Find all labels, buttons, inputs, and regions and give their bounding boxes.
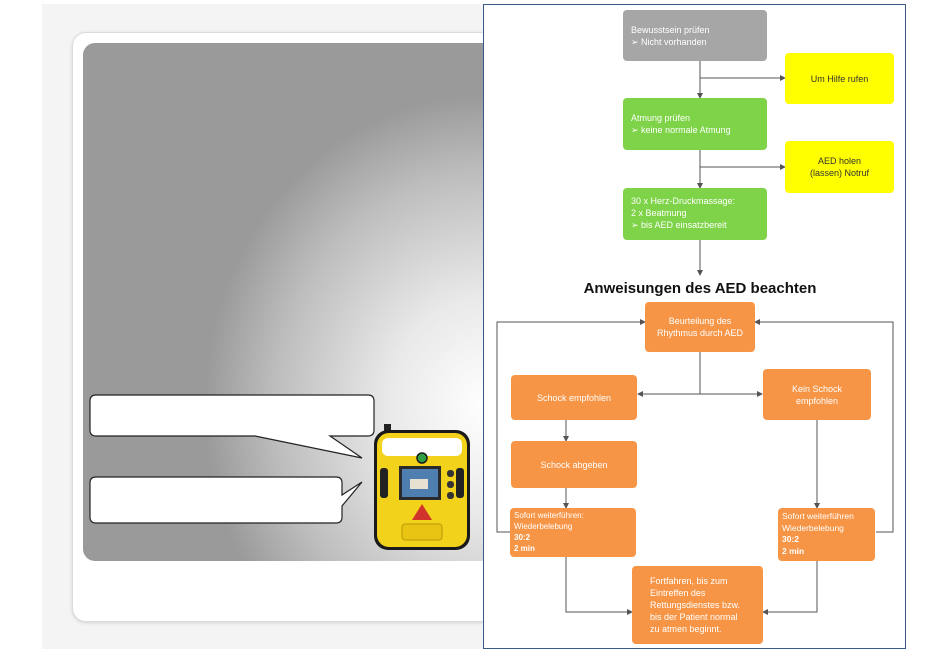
call-help-box: Um Hilfe rufen <box>785 53 894 104</box>
resume-left-line2: Wiederbelebung <box>514 522 573 531</box>
rhythm-assessment-label: Beurteilung des Rhythmus durch AED <box>656 316 744 338</box>
shock-advised-label: Schock empfohlen <box>536 392 612 403</box>
shock-advised-box: Schock empfohlen <box>511 375 637 420</box>
cpr-line1: 30 x Herz-Druckmassage: <box>631 196 736 206</box>
get-aed-line1: AED holen <box>817 156 862 166</box>
check-consciousness-bullet: ➢ Nicht vorhanden <box>631 37 707 47</box>
speech-bubble-top <box>89 394 375 459</box>
get-aed-box: AED holen (lassen) Notruf <box>785 141 894 193</box>
resume-cpr-left-box: Sofort weiterführen: Wiederbelebung 30:2… <box>510 508 636 557</box>
resume-left-time: 2 min <box>514 544 535 553</box>
continue-box: Fortfahren, bis zum Eintreffen des Rettu… <box>632 566 763 644</box>
no-shock-label: Kein Schock empfohlen <box>791 383 843 406</box>
rhythm-assessment-box: Beurteilung des Rhythmus durch AED <box>645 302 755 352</box>
check-consciousness-title: Bewusstsein prüfen <box>631 25 710 35</box>
check-breathing-bullet: ➢ keine normale Atmung <box>631 125 731 135</box>
check-breathing-box: Atmung prüfen ➢ keine normale Atmung <box>623 98 767 150</box>
continue-label: Fortfahren, bis zum Eintreffen des Rettu… <box>650 576 741 634</box>
resume-left-line1: Sofort weiterführen: <box>514 511 584 520</box>
check-consciousness-box: Bewusstsein prüfen ➢ Nicht vorhanden <box>623 10 767 61</box>
resume-right-ratio: 30:2 <box>782 534 800 544</box>
deliver-shock-box: Schock abgeben <box>511 441 637 488</box>
aed-instructions-heading: Anweisungen des AED beachten <box>583 280 817 297</box>
deliver-shock-label: Schock abgeben <box>540 459 608 470</box>
call-help-label: Um Hilfe rufen <box>810 73 869 84</box>
aed-device <box>374 424 470 550</box>
check-breathing-title: Atmung prüfen <box>631 113 691 123</box>
bullet-arrow-icon: ➢ <box>631 37 642 47</box>
bullet-arrow-icon: ➢ <box>631 220 642 230</box>
cpr-line2: 2 x Beatmung <box>631 208 687 218</box>
resume-cpr-right-box: Sofort weiterführen Wiederbelebung 30:2 … <box>778 508 875 561</box>
resume-right-line1: Sofort weiterführen <box>782 511 854 521</box>
bullet-arrow-icon: ➢ <box>631 125 642 135</box>
cpr-box: 30 x Herz-Druckmassage: 2 x Beatmung ➢ b… <box>623 188 767 240</box>
resume-right-line2: Wiederbelebung <box>782 522 844 533</box>
speech-bubble-bottom <box>89 476 363 524</box>
cpr-bullet: ➢ bis AED einsatzbereit <box>631 220 727 230</box>
no-shock-box: Kein Schock empfohlen <box>763 369 871 420</box>
resume-right-time: 2 min <box>782 545 805 556</box>
get-aed-line2: (lassen) Notruf <box>809 168 870 178</box>
resume-left-ratio: 30:2 <box>514 533 531 542</box>
